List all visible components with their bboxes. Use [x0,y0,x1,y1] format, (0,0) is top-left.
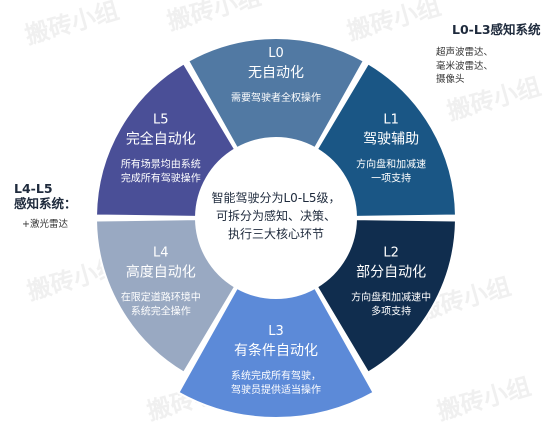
right-panel-items: 超声波雷达、 毫米波雷达、 摄像头 [436,47,494,85]
level-desc: 系统完成所有驾驶， [231,369,321,382]
center-line: 智能驾驶分为L0-L5级， [212,190,341,205]
segment-shape [315,218,457,374]
level-code: L1 [383,113,399,128]
watermark-text: 搬砖小组 [344,0,444,46]
level-desc: 方向盘和加减速 [356,158,426,171]
watermark-text: 搬砖小组 [164,0,264,36]
level-desc: 所有场景均由系统 [121,158,201,171]
left-panel-items: +激光雷达 [22,219,68,230]
level-desc: 需要驾驶者全权操作 [231,91,321,104]
segment-shape [177,286,375,419]
level-name: 无自动化 [248,65,304,81]
level-desc: 一项支持 [371,172,411,185]
level-code: L2 [383,246,399,261]
level-code: L4 [153,246,169,261]
center-line: 可拆分为感知、决策、 [216,208,336,223]
left-panel-title: L4-L5 感知系统： [14,181,77,211]
watermark-text: 搬砖小组 [434,372,534,425]
segment-shape [95,218,237,374]
segment-shape [315,62,457,218]
level-code: L5 [153,113,169,128]
center-hub [198,140,354,296]
level-desc: 系统完全操作 [131,305,191,318]
watermark-text: 搬砖小组 [22,0,122,50]
level-name: 有条件自动化 [234,342,318,359]
level-name: 部分自动化 [356,265,426,281]
level-desc: 多项支持 [371,305,411,318]
level-code: L0 [268,46,284,61]
segment-shape [95,62,237,218]
level-desc: 完成所有驾驶操作 [121,172,201,185]
level-name: 高度自动化 [126,264,196,281]
level-desc: 驾驶员提供适当操作 [231,383,321,396]
level-code: L3 [268,324,284,339]
center-text: 智能驾驶分为L0-L5级， 可拆分为感知、决策、执行三大核心环节 [212,190,341,241]
level-name: 驾驶辅助 [363,132,419,148]
level-desc: 在限定道路环境中 [121,291,201,304]
level-desc: 方向盘和加减速中 [351,291,431,304]
right-panel-title: L0-L3感知系统 [452,22,541,37]
center-line: 执行三大核心环节 [228,227,324,241]
segment-shape [186,37,366,150]
level-name: 完全自动化 [126,131,196,148]
